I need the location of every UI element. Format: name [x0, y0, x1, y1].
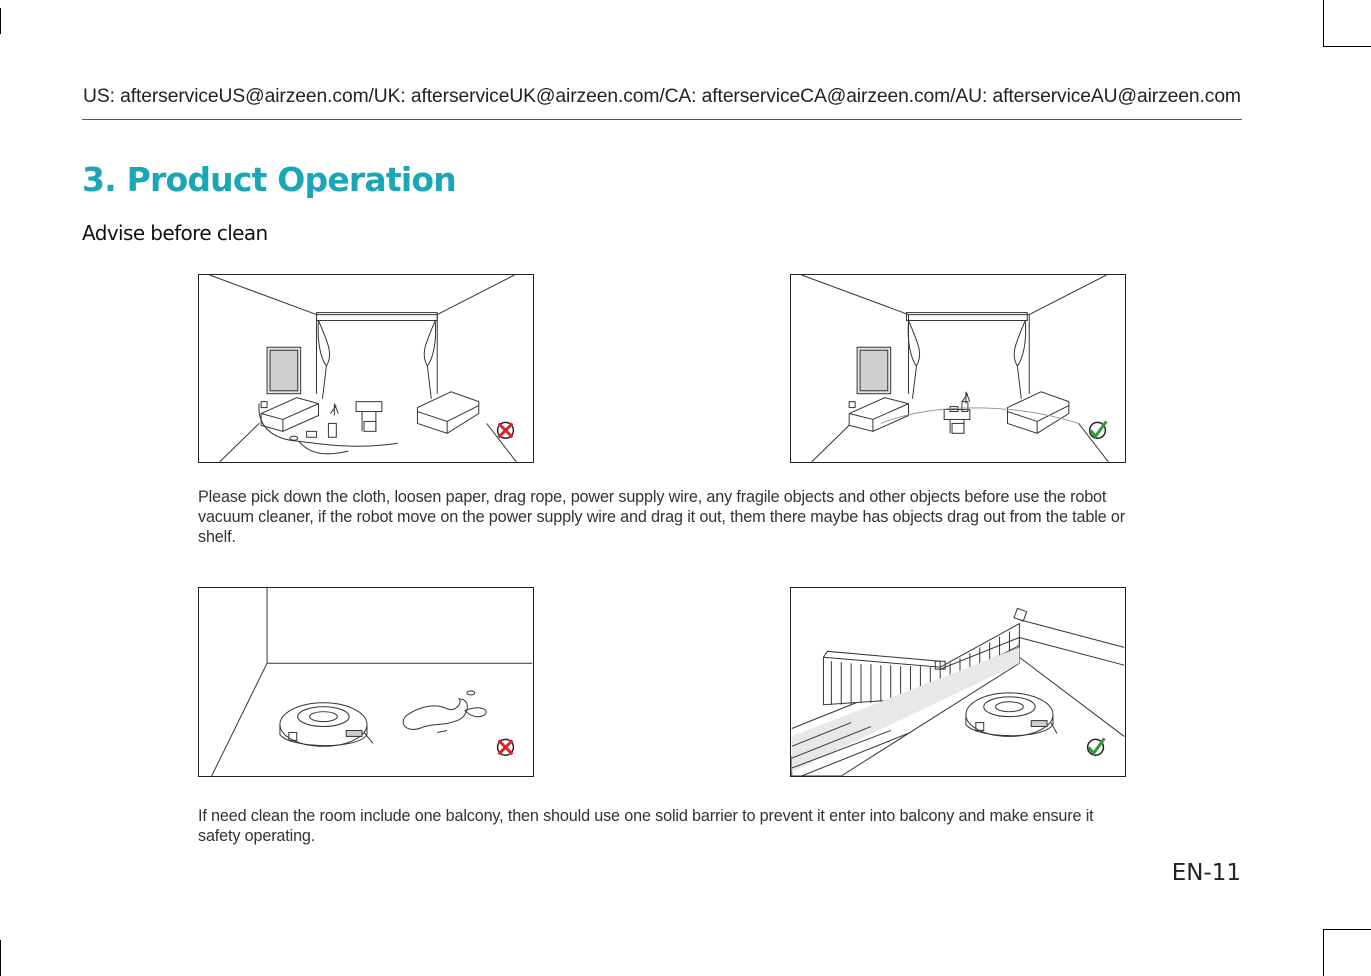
paragraph-balcony-barrier: If need clean the room include one balco… — [198, 807, 1094, 845]
liquid-spill-drawing — [211, 588, 533, 776]
crop-mark-bottom-left — [0, 940, 1, 976]
section-title: 3. Product Operation — [82, 160, 457, 199]
incorrect-mark-icon — [496, 738, 515, 756]
balcony-barrier-drawing — [791, 607, 1125, 776]
paragraph-clear-objects: Please pick down the cloth, loosen paper… — [198, 488, 1125, 546]
crop-mark-bottom-right — [1323, 930, 1324, 976]
header-divider — [82, 119, 1242, 120]
correct-mark-icon — [1088, 420, 1108, 439]
cluttered-room-drawing — [209, 275, 517, 462]
illustration-balcony-barrier — [790, 587, 1126, 777]
crop-mark-bottom-right-h — [1323, 929, 1371, 930]
illustration-liquid-spill — [198, 587, 534, 777]
illustration-cluttered-room — [198, 274, 534, 463]
tidy-room-drawing — [801, 275, 1109, 462]
crop-mark-top-left — [0, 8, 1, 34]
section-subtitle: Advise before clean — [82, 221, 268, 245]
crop-mark-top-right-h — [1323, 46, 1371, 47]
incorrect-mark-icon — [496, 421, 515, 439]
contact-emails: US: afterserviceUS@airzeen.com/UK: after… — [83, 86, 1241, 107]
illustration-tidy-room — [790, 274, 1126, 463]
crop-mark-top-right — [1323, 0, 1324, 46]
correct-mark-icon — [1086, 737, 1106, 756]
page-number: EN-11 — [1171, 860, 1241, 886]
